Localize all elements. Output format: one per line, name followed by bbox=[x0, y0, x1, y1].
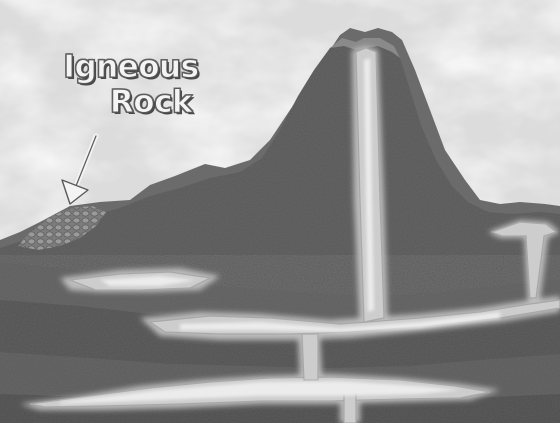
dike-bottom bbox=[344, 392, 356, 423]
label-line-1: Igneous bbox=[46, 50, 216, 85]
dike-connector bbox=[302, 334, 318, 380]
label-line-2: Rock bbox=[46, 85, 216, 120]
igneous-rock-label: Igneous Rock bbox=[46, 50, 216, 120]
